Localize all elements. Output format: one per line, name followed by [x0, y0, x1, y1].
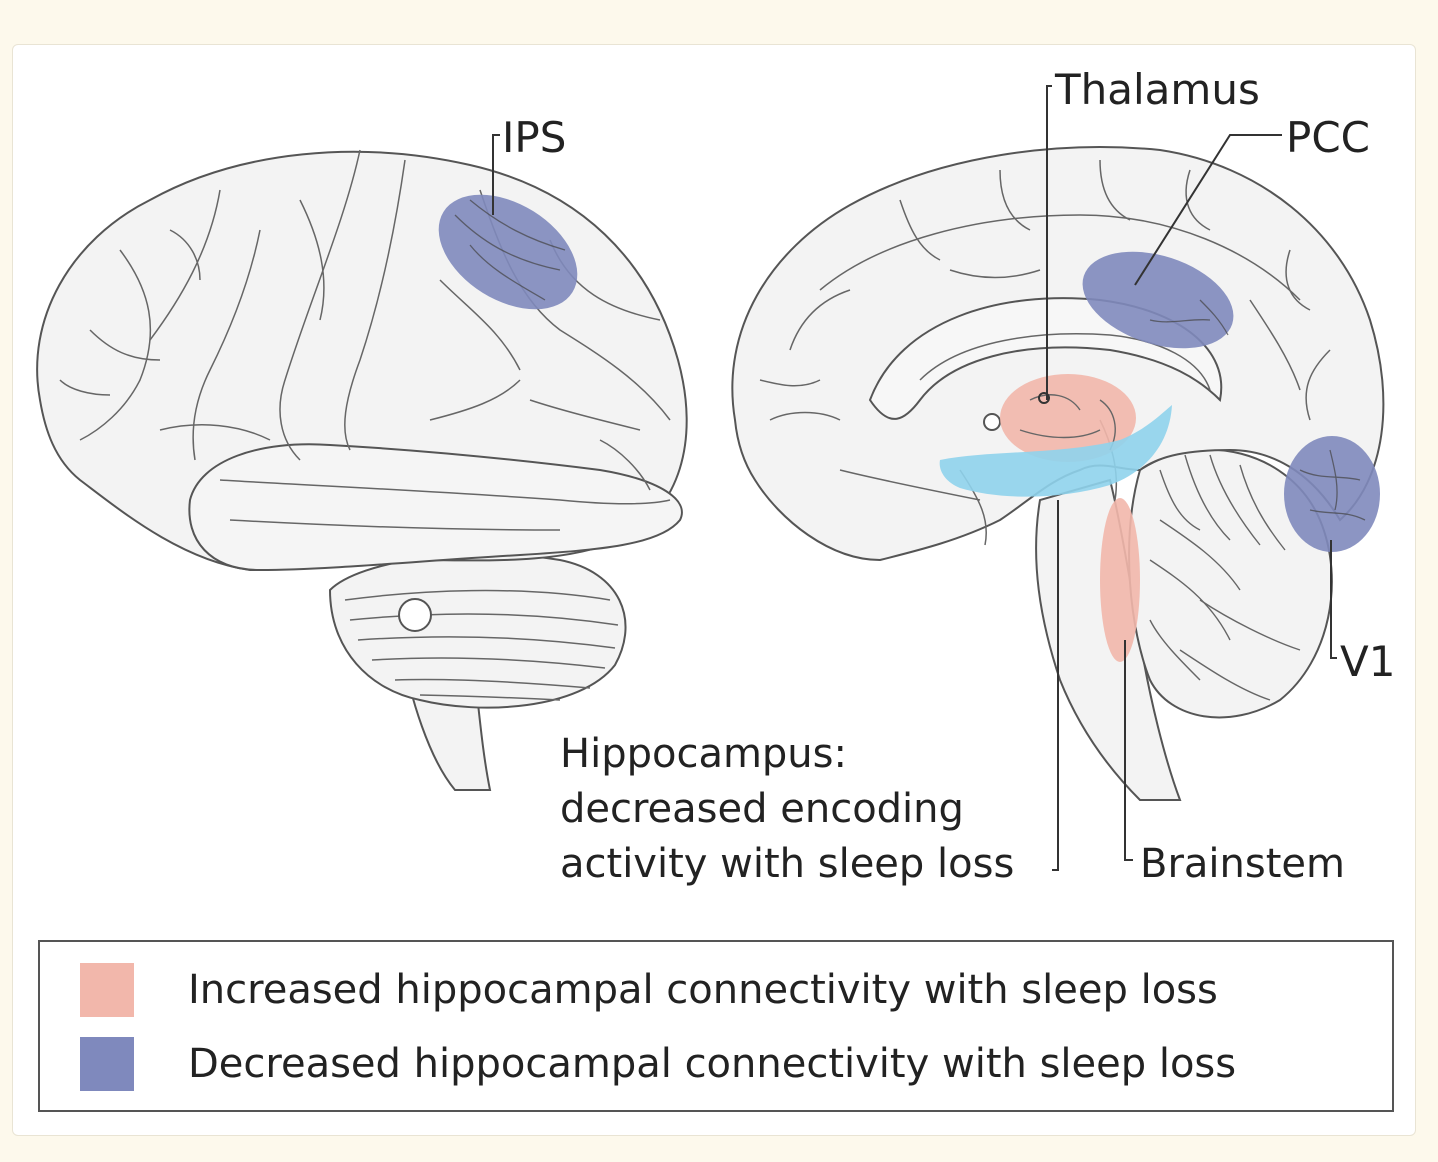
hippocampus-region [939, 405, 1172, 497]
brainstem-label: Brainstem [1140, 841, 1345, 887]
lateral-brain-view [36, 149, 688, 791]
pons-circle [398, 598, 432, 632]
temporal-lobe [188, 443, 683, 572]
legend-label-increased: Increased hippocampal connectivity with … [188, 967, 1218, 1013]
lateral-cerebellum [328, 553, 627, 709]
ips-region [438, 194, 578, 310]
v1-label: V1 [1340, 637, 1395, 686]
legend-swatch-increased [80, 963, 134, 1017]
ips-label: IPS [502, 113, 566, 162]
legend-item-increased: Increased hippocampal connectivity with … [80, 962, 1218, 1018]
pcc-label: PCC [1286, 113, 1370, 162]
brainstem-leader [1124, 640, 1133, 861]
hippocampus-label-line1: Hippocampus: [560, 731, 847, 777]
pcc-region [1082, 251, 1234, 349]
legend-label-decreased: Decreased hippocampal connectivity with … [188, 1041, 1237, 1087]
v1-region [1284, 436, 1380, 552]
brainstem-region [1100, 498, 1140, 662]
hippocampus-label-line2: decreased encoding [560, 786, 964, 832]
v1-leader [1330, 540, 1337, 659]
hippocampus-label-line3: activity with sleep loss [560, 841, 1014, 887]
legend: Increased hippocampal connectivity with … [38, 940, 1394, 1112]
ips-leader [492, 134, 500, 215]
pcc-leader [1134, 134, 1282, 286]
legend-item-decreased: Decreased hippocampal connectivity with … [80, 1036, 1236, 1092]
leader-lines [1038, 85, 1337, 871]
legend-swatch-decreased [80, 1037, 134, 1091]
thalamus-label: Thalamus [1054, 65, 1260, 114]
thalamus-leader [1046, 85, 1052, 400]
thalamus-region [1000, 374, 1136, 462]
hippocampus-leader [1052, 500, 1059, 871]
